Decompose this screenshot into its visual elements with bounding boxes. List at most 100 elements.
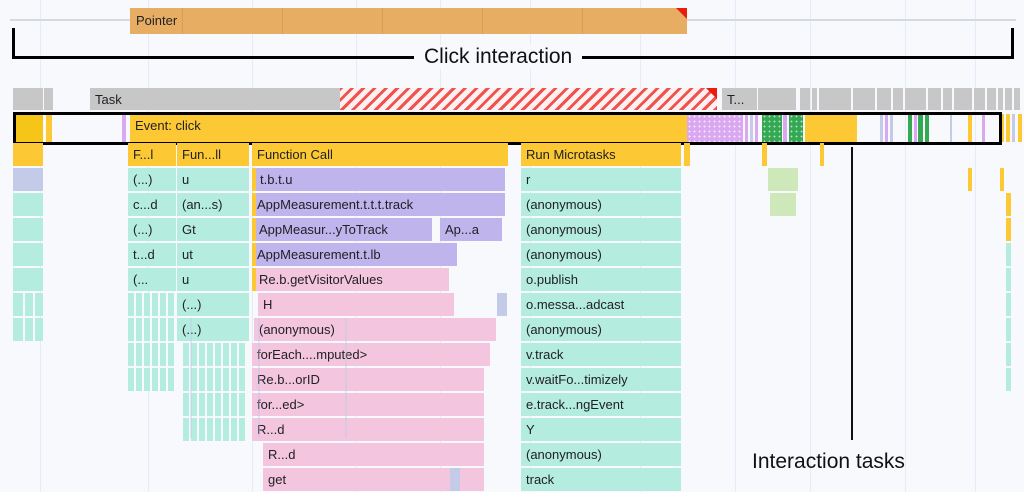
task-block-small-14[interactable] — [1014, 88, 1020, 110]
row-1-col4[interactable]: (anonymous) — [521, 193, 681, 216]
task-block-small-9[interactable] — [954, 88, 972, 110]
row-6-col1-stripe-3[interactable] — [152, 318, 158, 341]
mini-flame-row-3[interactable] — [13, 243, 43, 266]
row-2-col2[interactable]: Gt — [177, 218, 249, 241]
mini-flame-row-5-a[interactable] — [13, 293, 23, 316]
row-8-col2-stripe-3[interactable] — [207, 368, 213, 391]
row-8-col2-stripe-0[interactable] — [183, 368, 189, 391]
row-11-col3[interactable]: R...d — [263, 443, 484, 466]
mini-flame-row-6-b[interactable] — [25, 318, 33, 341]
event-click-block[interactable]: Event: click — [130, 114, 687, 142]
row-7-col4[interactable]: v.track — [521, 343, 681, 366]
row-10-col2-stripe-3[interactable] — [207, 418, 213, 441]
row-8-col2-stripe-7[interactable] — [239, 368, 245, 391]
row-6-col1-stripe-1[interactable] — [136, 318, 142, 341]
row-12-col3[interactable]: get — [263, 468, 484, 491]
aux-block-lgreen-1[interactable] — [768, 168, 798, 191]
row-10-col2-stripe-0[interactable] — [183, 418, 189, 441]
row-2-col3b[interactable]: Ap...a — [440, 218, 502, 241]
mini-flame-row-6-c[interactable] — [35, 318, 43, 341]
row-8-col3[interactable]: Re.b...orID — [252, 368, 484, 391]
row-1-col2[interactable]: (an...s) — [177, 193, 249, 216]
header-col1[interactable]: F...l — [128, 143, 176, 166]
row-9-col2-stripe-3[interactable] — [207, 393, 213, 416]
row-5-col3[interactable]: H — [258, 293, 454, 316]
row-7-col1-stripe-3[interactable] — [152, 343, 158, 366]
row-0-col4[interactable]: r — [521, 168, 681, 191]
row-7-col1-stripe-2[interactable] — [144, 343, 150, 366]
row-4-col2[interactable]: u — [177, 268, 249, 291]
row-3-col2[interactable]: ut — [177, 243, 249, 266]
event-block-left[interactable] — [15, 114, 43, 142]
row-0-col1[interactable]: (...) — [128, 168, 176, 191]
row-4-col4[interactable]: o.publish — [521, 268, 681, 291]
row-2-col1[interactable]: (...) — [128, 218, 176, 241]
row-9-col3[interactable]: for...ed> — [252, 393, 484, 416]
row-6-col3[interactable]: (anonymous) — [254, 318, 496, 341]
row-9-col2-stripe-4[interactable] — [215, 393, 221, 416]
aux-block-lgreen-2[interactable] — [770, 193, 796, 216]
row-5-col1-stripe-3[interactable] — [152, 293, 158, 316]
mini-flame-row-2[interactable] — [13, 218, 43, 241]
row-8-col1-stripe-0[interactable] — [128, 368, 134, 391]
task-block-s2[interactable] — [758, 88, 796, 110]
row-3-col4[interactable]: (anonymous) — [521, 243, 681, 266]
task-block-long-hatched[interactable] — [340, 88, 717, 110]
row-10-col2-stripe-2[interactable] — [199, 418, 205, 441]
row-3-col3[interactable]: AppMeasurement.t.lb — [252, 243, 457, 266]
row-8-col2-stripe-5[interactable] — [223, 368, 229, 391]
mini-flame-row-5-c[interactable] — [35, 293, 43, 316]
row-1-col1[interactable]: c...d — [128, 193, 176, 216]
row-0-col2[interactable]: u — [177, 168, 249, 191]
row-8-col1-stripe-4[interactable] — [160, 368, 166, 391]
row-10-col2-stripe-4[interactable] — [215, 418, 221, 441]
row-7-col2-stripe-7[interactable] — [239, 343, 245, 366]
header-col4[interactable]: Run Microtasks — [521, 143, 681, 166]
row-0-col3[interactable]: t.b.t.u — [255, 168, 505, 191]
header-left-block[interactable] — [13, 143, 43, 166]
task-block-left-2[interactable] — [44, 88, 53, 110]
mini-flame-row-1[interactable] — [13, 193, 43, 216]
row-9-col2-stripe-5[interactable] — [223, 393, 229, 416]
row-4-col3[interactable]: Re.b.getVisitorValues — [254, 268, 449, 291]
row-2-col3[interactable]: AppMeasur...yToTrack — [254, 218, 432, 241]
event-block-green-2[interactable] — [789, 114, 803, 142]
event-block-violet[interactable] — [687, 114, 743, 142]
mini-flame-row-5-b[interactable] — [25, 293, 33, 316]
row-6-col1-stripe-4[interactable] — [160, 318, 166, 341]
event-block-left-2[interactable] — [46, 114, 52, 142]
row-8-col1-stripe-3[interactable] — [152, 368, 158, 391]
row-7-col2-stripe-4[interactable] — [215, 343, 221, 366]
row-7-col2-stripe-0[interactable] — [183, 343, 189, 366]
row-7-col1-stripe-4[interactable] — [160, 343, 166, 366]
row-6-col1-stripe-0[interactable] — [128, 318, 134, 341]
row-9-col4[interactable]: e.track...ngEvent — [521, 393, 681, 416]
row-1-col3[interactable]: AppMeasurement.t.t.t.track — [252, 193, 505, 216]
task-block-small-0[interactable] — [800, 88, 810, 110]
row-8-col4[interactable]: v.waitFo...timizely — [521, 368, 681, 391]
row-8-col2-stripe-4[interactable] — [215, 368, 221, 391]
row-6-col2[interactable]: (...) — [177, 318, 249, 341]
task-block-small-13[interactable] — [1005, 88, 1012, 110]
row-9-col2-stripe-0[interactable] — [183, 393, 189, 416]
row-10-col3[interactable]: R...d — [252, 418, 484, 441]
pointer-bar[interactable]: Pointer — [130, 8, 687, 34]
row-10-col2-stripe-7[interactable] — [239, 418, 245, 441]
aux-block-blue-1[interactable] — [497, 293, 507, 316]
row-9-col2-stripe-2[interactable] — [199, 393, 205, 416]
task-block-small-4[interactable] — [877, 88, 891, 110]
row-6-col4[interactable]: (anonymous) — [521, 318, 681, 341]
row-7-col2-stripe-1[interactable] — [191, 343, 197, 366]
task-block-main[interactable]: Task — [90, 88, 340, 110]
row-4-col1[interactable]: (... — [128, 268, 176, 291]
row-10-col2-stripe-5[interactable] — [223, 418, 229, 441]
row-10-col2-stripe-1[interactable] — [191, 418, 197, 441]
event-block-amber-2[interactable] — [805, 114, 857, 142]
row-6-col1-stripe-5[interactable] — [168, 318, 174, 341]
row-8-col2-stripe-2[interactable] — [199, 368, 205, 391]
row-3-col1[interactable]: t...d — [128, 243, 176, 266]
row-9-col2-stripe-7[interactable] — [239, 393, 245, 416]
task-block-small-8[interactable] — [943, 88, 952, 110]
task-block-small-7[interactable] — [928, 88, 941, 110]
task-block-small-2[interactable] — [819, 88, 851, 110]
